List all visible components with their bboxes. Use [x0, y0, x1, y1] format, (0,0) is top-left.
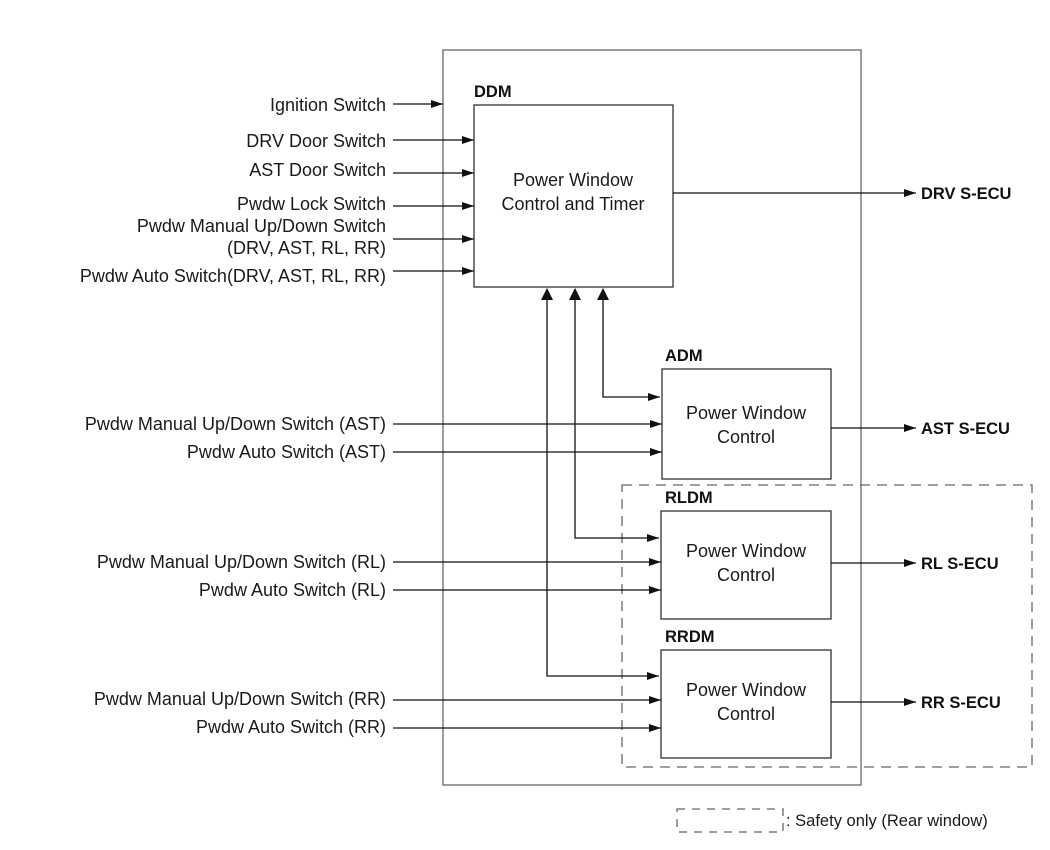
output-label-drv-s-ecu: DRV S-ECU [921, 185, 1011, 203]
input-label-ignition-switch: Ignition Switch [270, 95, 386, 115]
input-label-pwdw-manual-switch: Pwdw Manual Up/Down Switch [137, 216, 386, 236]
adm-module-title: ADM [665, 347, 703, 365]
output-label-ast-s-ecu: AST S-ECU [921, 420, 1010, 438]
rldm-function-line2: Control [717, 565, 775, 585]
ddm-function-line1: Power Window [513, 170, 634, 190]
rldm-module-title: RLDM [665, 489, 713, 507]
input-label-ast-door-switch: AST Door Switch [249, 160, 386, 180]
input-label-auto-switch-rr: Pwdw Auto Switch (RR) [196, 717, 386, 737]
rrdm-module-title: RRDM [665, 628, 715, 646]
rrdm-function-line1: Power Window [686, 680, 807, 700]
link-ddm-adm [602, 289, 660, 401]
ddm-box [473, 104, 674, 288]
input-label-manual-switch-rl: Pwdw Manual Up/Down Switch (RL) [97, 552, 386, 572]
body-control-boundary [442, 49, 862, 786]
rldm-box [660, 510, 832, 620]
rldm-function-line1: Power Window [686, 541, 807, 561]
input-label-manual-switch-ast: Pwdw Manual Up/Down Switch (AST) [85, 414, 386, 434]
link-ddm-rldm [574, 289, 659, 542]
legend-dashed-swatch [676, 808, 784, 833]
safety-only-region [621, 484, 1033, 768]
input-label-pwdw-manual-switch-scope: (DRV, AST, RL, RR) [227, 238, 386, 258]
output-label-rr-s-ecu: RR S-ECU [921, 694, 1001, 712]
input-label-auto-switch-rl: Pwdw Auto Switch (RL) [199, 580, 386, 600]
input-label-auto-switch-ast: Pwdw Auto Switch (AST) [187, 442, 386, 462]
output-label-rl-s-ecu: RL S-ECU [921, 555, 999, 573]
legend-text: : Safety only (Rear window) [786, 812, 988, 830]
adm-function-line2: Control [717, 427, 775, 447]
ddm-module-title: DDM [474, 83, 512, 101]
rrdm-function-line2: Control [717, 704, 775, 724]
adm-box [661, 368, 832, 480]
arrowhead-up-rldm-link [569, 288, 581, 300]
input-label-pwdw-lock-switch: Pwdw Lock Switch [237, 194, 386, 214]
input-label-drv-door-switch: DRV Door Switch [246, 131, 386, 151]
input-label-pwdw-auto-switch-all: Pwdw Auto Switch(DRV, AST, RL, RR) [80, 266, 386, 286]
adm-function-line1: Power Window [686, 403, 807, 423]
rrdm-box [660, 649, 832, 759]
link-ddm-rrdm [546, 289, 659, 680]
arrowhead-up-rrdm-link [541, 288, 553, 300]
ddm-function-line2: Control and Timer [501, 194, 644, 214]
arrowhead-up-adm-link [597, 288, 609, 300]
input-label-manual-switch-rr: Pwdw Manual Up/Down Switch (RR) [94, 689, 386, 709]
